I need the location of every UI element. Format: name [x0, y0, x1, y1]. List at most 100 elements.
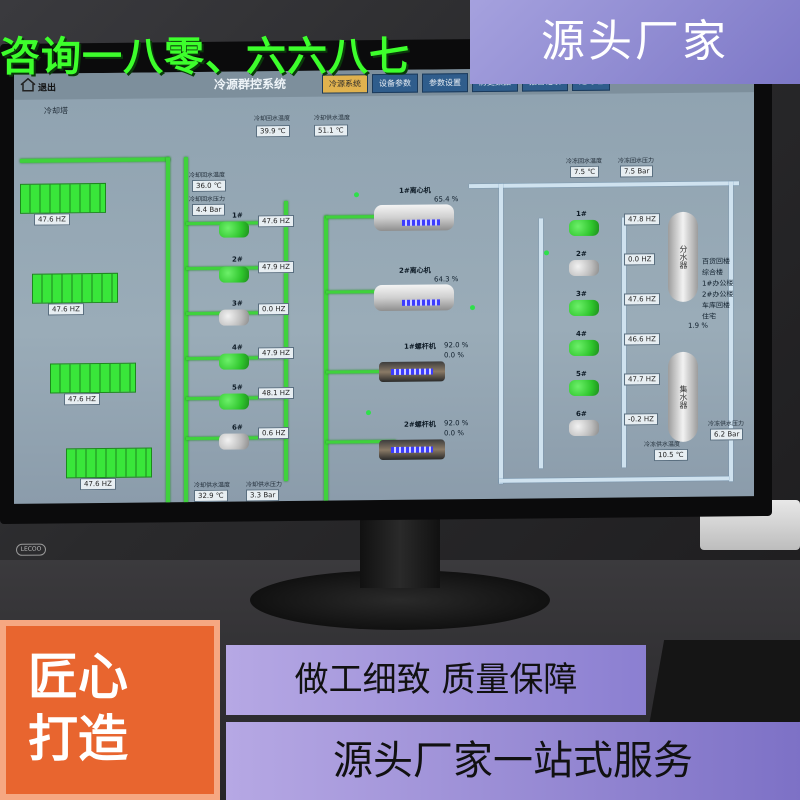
chilled-pump-5-hz: 47.7 HZ — [624, 373, 660, 386]
cooling-tower-label: 冷却塔 — [44, 106, 68, 116]
value-box: 4.4 Bar — [192, 203, 226, 217]
value-label: 冷却回水温度 — [189, 171, 226, 180]
value-box: 51.1 ℃ — [314, 124, 348, 137]
water-distributor[interactable]: 分水器 — [668, 211, 698, 303]
value-box: 7.5 Bar — [620, 165, 654, 178]
value-box: 32.9 ℃ — [194, 489, 228, 503]
cooling-pump-1-label: 1# — [232, 211, 243, 220]
cooling-pump-2[interactable] — [219, 266, 249, 283]
chiller-grill — [391, 446, 433, 453]
status-dot — [354, 192, 359, 198]
promo-badge-line: 打造 — [28, 710, 128, 768]
chilled-pump-2-hz: 0.0 HZ — [624, 253, 656, 266]
monitor-brand-logo: LECOO — [16, 543, 46, 556]
value-box: 3.3 Bar — [246, 489, 280, 502]
value-box: 36.0 ℃ — [192, 179, 226, 193]
cooling-pump-2-label: 2# — [232, 255, 243, 264]
chilled-pump-3-hz: 47.6 HZ — [624, 293, 660, 306]
screw-chiller-2-label: 2#螺杆机 — [404, 420, 436, 429]
pipe — [166, 157, 170, 504]
water-collector[interactable]: 集水器 — [668, 351, 698, 443]
value-box: 10.5 ℃ — [654, 448, 688, 462]
branch-list: 百货回楼 综合楼 1#办公楼 2#办公楼 车库回楼 住宅 — [702, 256, 733, 322]
promo-badge: 匠心 打造 — [0, 620, 220, 800]
chilled-pump-4[interactable] — [569, 339, 599, 357]
promo-top-banner: 源头厂家 — [470, 0, 800, 84]
cooling-pump-6-label: 6# — [232, 423, 243, 432]
pipe — [499, 476, 729, 483]
chiller-grill — [391, 368, 433, 375]
chilled-pump-6-label: 6# — [576, 409, 587, 419]
home-icon[interactable] — [20, 77, 36, 92]
exit-label[interactable]: 退出 — [38, 83, 57, 94]
monitor: LECOO 退出 冷源群控系统 冷源系统 设备参数 参数设置 历史数据 报警记录… — [0, 35, 772, 556]
pipe — [20, 157, 170, 163]
cooling-tower-4 — [66, 447, 152, 479]
value-label: 冷冻回水温度 — [566, 157, 603, 166]
cooling-tower-3-hz: 47.6 HZ — [64, 392, 100, 406]
cooling-tower-3 — [50, 362, 136, 394]
chilled-pump-4-hz: 46.6 HZ — [624, 333, 660, 346]
pipe — [469, 181, 739, 189]
cooling-pump-4-hz: 47.9 HZ — [258, 346, 294, 360]
screw-chiller-2[interactable] — [379, 439, 445, 461]
cooling-pump-4[interactable] — [219, 353, 249, 370]
cooling-tower-1 — [20, 182, 106, 214]
cooling-pump-6-hz: 0.6 HZ — [258, 427, 290, 440]
branch-item: 1#办公楼 — [702, 279, 734, 288]
branch-item: 综合楼 — [702, 268, 723, 277]
cooling-pump-3-label: 3# — [232, 299, 243, 308]
hmi-header: 退出 冷源群控系统 冷源系统 设备参数 参数设置 历史数据 报警记录 定时组 2… — [14, 66, 754, 100]
value-label: 冷却回水温度 — [254, 115, 291, 123]
chilled-pump-1[interactable] — [569, 219, 599, 237]
chilled-pump-2-label: 2# — [576, 249, 587, 259]
cooling-tower-1-hz: 47.6 HZ — [34, 213, 70, 226]
bypass-percent: 1.9 % — [688, 321, 709, 330]
value-label: 冷却回水压力 — [189, 195, 226, 204]
chilled-pump-2[interactable] — [569, 259, 599, 277]
chilled-pump-5[interactable] — [569, 379, 599, 397]
branch-item: 2#办公楼 — [702, 290, 734, 299]
value-label: 冷冻供水压力 — [708, 420, 745, 428]
cooling-pump-6[interactable] — [219, 433, 249, 450]
cooling-pump-5-hz: 48.1 HZ — [258, 386, 294, 400]
monitor-stand-neck — [360, 518, 440, 588]
chilled-pump-4-label: 4# — [576, 329, 587, 339]
screw-chiller-2-load: 92.0 % — [444, 419, 469, 428]
chilled-pump-3[interactable] — [569, 299, 599, 317]
cooling-pump-4-label: 4# — [232, 343, 243, 352]
screw-chiller-1-label: 1#螺杆机 — [404, 342, 436, 351]
chiller-grill — [402, 299, 440, 306]
branch-item: 住宅 — [702, 312, 716, 321]
pipe — [499, 183, 503, 484]
promo-service-strip: 源头厂家一站式服务 — [226, 722, 800, 800]
promo-phone-text: 咨询一八零、六六八七 — [0, 34, 410, 80]
cooling-pump-5[interactable] — [219, 393, 249, 410]
cooling-pump-3[interactable] — [219, 309, 249, 326]
screw-chiller-2-load2: 0.0 % — [444, 429, 465, 438]
cooling-pump-5-label: 5# — [232, 383, 243, 392]
cooling-pump-1[interactable] — [219, 221, 249, 238]
tab-param-settings[interactable]: 参数设置 — [422, 73, 468, 93]
pipe — [324, 215, 328, 504]
promo-badge-line: 匠心 — [28, 648, 128, 706]
status-dot — [366, 410, 371, 416]
cooling-tower-2-hz: 47.6 HZ — [48, 303, 84, 316]
value-label: 冷冻回水压力 — [618, 157, 655, 165]
chiller-1-label: 1#离心机 — [399, 186, 431, 195]
cooling-tower-2 — [32, 272, 118, 304]
centrifugal-chiller-2[interactable] — [374, 284, 454, 312]
cooling-pump-1-hz: 47.6 HZ — [258, 214, 294, 228]
value-box: 6.2 Bar — [710, 428, 744, 441]
value-box: 39.9 ℃ — [256, 125, 290, 138]
chilled-pump-1-label: 1# — [576, 209, 587, 219]
chilled-pump-6[interactable] — [569, 419, 599, 437]
screw-chiller-1-load: 92.0 % — [444, 341, 469, 350]
centrifugal-chiller-1[interactable] — [374, 204, 454, 232]
screw-chiller-1[interactable] — [379, 361, 445, 383]
chilled-pump-1-hz: 47.8 HZ — [624, 213, 660, 226]
cooling-tower-4-hz: 47.6 HZ — [80, 477, 116, 491]
screw-chiller-1-load2: 0.0 % — [444, 351, 465, 360]
branch-item: 百货回楼 — [702, 257, 730, 266]
status-dot — [470, 305, 475, 311]
